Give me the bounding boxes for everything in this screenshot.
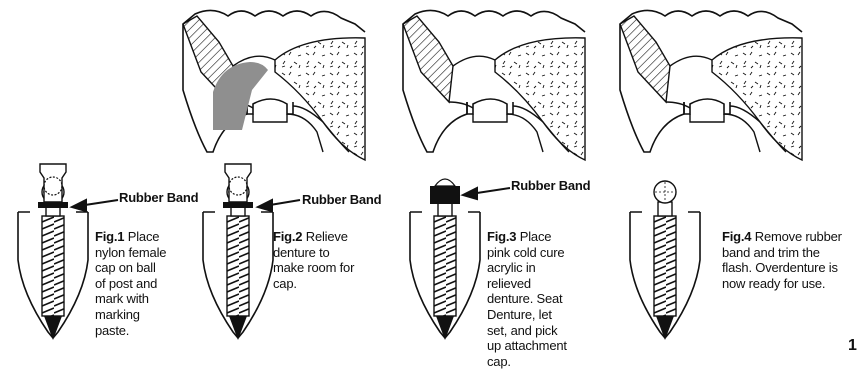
fig3-number: Fig.3 — [487, 229, 516, 244]
caption-fig4: Fig.4 Remove rubber band and trim the fl… — [722, 229, 852, 291]
rubber-band-label-fig2: Rubber Band — [302, 192, 381, 207]
fig3-text: Place pink cold cure acrylic in relieved… — [487, 229, 567, 369]
rubber-band — [430, 186, 460, 204]
jaw-section-fig2 — [183, 10, 365, 160]
caption-fig2: Fig.2 Relieve denture to make room for c… — [273, 229, 359, 291]
caption-fig3: Fig.3 Place pink cold cure acrylic in re… — [487, 229, 571, 369]
fig1-number: Fig.1 — [95, 229, 124, 244]
fig1-text: Place nylon female cap on ball of post a… — [95, 229, 166, 338]
rubber-band-label-fig3: Rubber Band — [511, 178, 590, 193]
caption-fig1: Fig.1 Place nylon female cap on ball of … — [95, 229, 167, 338]
jaw-section-fig4 — [620, 10, 802, 160]
rubber-band-label-fig1: Rubber Band — [119, 190, 198, 205]
rubber-band — [223, 202, 253, 208]
post-fig2 — [203, 164, 273, 340]
post-fig3 — [410, 179, 480, 340]
post-fig1 — [18, 164, 88, 340]
jaw-section-fig3 — [403, 10, 585, 160]
rubber-band — [38, 202, 68, 208]
page-number: 1 — [848, 337, 857, 355]
fig2-number: Fig.2 — [273, 229, 302, 244]
post-fig4 — [630, 181, 700, 340]
fig4-number: Fig.4 — [722, 229, 751, 244]
